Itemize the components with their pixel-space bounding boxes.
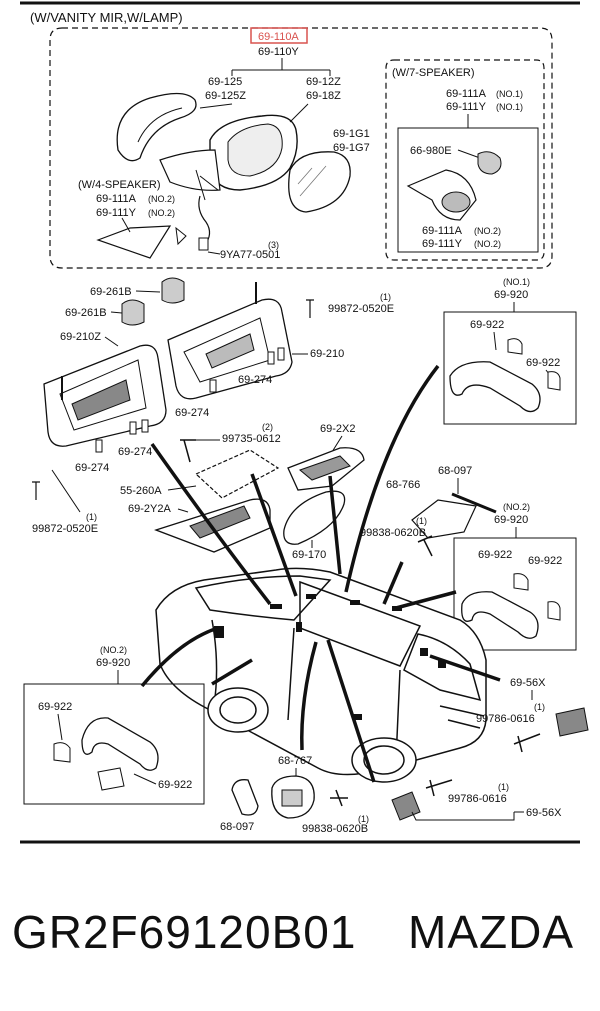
tie-down-hook-b: [391, 791, 421, 821]
speaker-left-cover: [96, 225, 172, 259]
label-69-920-no2-left: 69-920: [96, 657, 130, 669]
leader-69-110: [231, 58, 331, 76]
tie-down-hook-a: [555, 707, 589, 737]
label-99786-0616-a: 99786-0616: [476, 713, 535, 725]
assist-grip-no2-right: [461, 591, 539, 639]
assist-grip-no2-left: [81, 717, 159, 771]
visor-clip-b: [121, 299, 145, 326]
label-qty1-f: (1): [498, 782, 509, 792]
label-99786-0616-b: 99786-0616: [448, 793, 507, 805]
label-9YA77-0501: 9YA77-0501: [220, 249, 280, 261]
label-68-766: 68-766: [386, 479, 420, 491]
label-69-274-d: 69-274: [75, 462, 109, 474]
footer: GR2F69120B01 MAZDA: [0, 905, 600, 975]
label-no2-left-a: (NO.2): [148, 194, 175, 204]
label-69-12Z: 69-12Z: [306, 76, 341, 88]
highlight-box[interactable]: [250, 27, 308, 44]
label-qty2: (2): [262, 422, 273, 432]
tweeter: [477, 151, 502, 175]
label-no1-a: (NO.1): [496, 89, 523, 99]
label-69-170: 69-170: [292, 549, 326, 561]
label-69-110Y: 69-110Y: [258, 46, 299, 58]
label-69-1G1: 69-1G1: [333, 128, 370, 140]
label-69-111A-no2-right: 69-111A: [422, 225, 463, 237]
map-lamp-bracket: [194, 449, 280, 499]
label-69-274-c: 69-274: [118, 446, 152, 458]
label-no1-b: (NO.1): [496, 102, 523, 112]
label-qty1-c: (1): [416, 516, 427, 526]
mirror-cover: [116, 92, 197, 162]
parts-diagram: (W/VANITY MIR,W/LAMP) 69-110A 69-110Y 69…: [20, 1, 589, 844]
label-68-767: 68-767: [278, 755, 312, 767]
label-69-922-b: 69-922: [526, 357, 560, 369]
label-99872-0520E-a: 99872-0520E: [328, 303, 394, 315]
label-68-097-a: 68-097: [438, 465, 472, 477]
visor-clip-a: [161, 277, 185, 304]
label-no2-right-a: (NO.2): [474, 226, 501, 236]
label-99872-0520E-b: 99872-0520E: [32, 523, 98, 535]
label-no2-right-b: (NO.2): [474, 239, 501, 249]
vehicle-outline: [155, 567, 487, 783]
label-69-274-a: 69-274: [238, 374, 272, 386]
label-no1-grip: (NO.1): [503, 277, 530, 287]
label-69-922-a: 69-922: [470, 319, 504, 331]
group-4-speaker: (W/4-SPEAKER): [78, 179, 161, 191]
mirror-group-box: [49, 27, 553, 269]
strip-68-097: [451, 492, 497, 514]
part-number: GR2F69120B01: [12, 906, 357, 958]
room-lamp: [283, 490, 346, 545]
label-69-111A-no1: 69-111A: [446, 88, 487, 100]
strip-68-097-b: [231, 779, 259, 816]
label-69-111Y-no2-left: 69-111Y: [96, 207, 137, 219]
section-title: (W/VANITY MIR,W/LAMP): [30, 10, 183, 25]
label-69-922-f: 69-922: [158, 779, 192, 791]
label-69-922-e: 69-922: [38, 701, 72, 713]
brand-name: MAZDA: [408, 906, 574, 958]
label-qty1-d: (1): [358, 814, 369, 824]
label-69-2Y2A: 69-2Y2A: [128, 503, 171, 515]
label-69-111Y-no1: 69-111Y: [446, 101, 487, 113]
mirror-glass: [288, 151, 351, 213]
label-qty1-b: (1): [86, 512, 97, 522]
label-69-920-no2-right: 69-920: [494, 514, 528, 526]
assist-grip-no1: [449, 361, 541, 413]
label-66-980E: 66-980E: [410, 145, 452, 157]
label-99838-0620B-a: 99838-0620B: [360, 527, 426, 539]
label-69-56X-b: 69-56X: [526, 807, 562, 819]
grip-box-no2-left: [23, 683, 205, 805]
label-69-125: 69-125: [208, 76, 242, 88]
label-99735-0612: 99735-0612: [222, 433, 281, 445]
trim-panel-68-766: [411, 499, 477, 539]
label-99838-0620B-b: 99838-0620B: [302, 823, 368, 835]
label-69-274-b: 69-274: [175, 407, 209, 419]
label-qty1-e: (1): [534, 702, 545, 712]
label-69-111Y-no2-right: 69-111Y: [422, 238, 463, 250]
label-69-18Z: 69-18Z: [306, 90, 341, 102]
label-69-261B-a: 69-261B: [90, 286, 132, 298]
label-69-210: 69-210: [310, 348, 344, 360]
label-68-097-b: 68-097: [220, 821, 254, 833]
label-69-261B-b: 69-261B: [65, 307, 107, 319]
label-69-922-d: 69-922: [528, 555, 562, 567]
label-qty3: (3): [268, 240, 279, 250]
group-7-speaker: (W/7-SPEAKER): [392, 67, 475, 79]
label-69-1G7: 69-1G7: [333, 142, 370, 154]
label-69-920-no1: 69-920: [494, 289, 528, 301]
label-69-2X2: 69-2X2: [320, 423, 355, 435]
speaker-7-box: [385, 59, 545, 261]
label-69-111A-no2-left: 69-111A: [96, 193, 137, 205]
label-69-210Z: 69-210Z: [60, 331, 101, 343]
label-no2-grip-right: (NO.2): [503, 502, 530, 512]
grip-box-no1: [443, 311, 577, 425]
label-69-125Z: 69-125Z: [205, 90, 246, 102]
label-qty1-a: (1): [380, 292, 391, 302]
label-69-110A: 69-110A: [258, 31, 299, 43]
callout-lines: [140, 364, 501, 783]
label-55-260A: 55-260A: [120, 485, 162, 497]
label-no2-left-b: (NO.2): [148, 208, 175, 218]
label-69-922-c: 69-922: [478, 549, 512, 561]
label-69-56X-a: 69-56X: [510, 677, 546, 689]
label-no2-grip-left: (NO.2): [100, 645, 127, 655]
